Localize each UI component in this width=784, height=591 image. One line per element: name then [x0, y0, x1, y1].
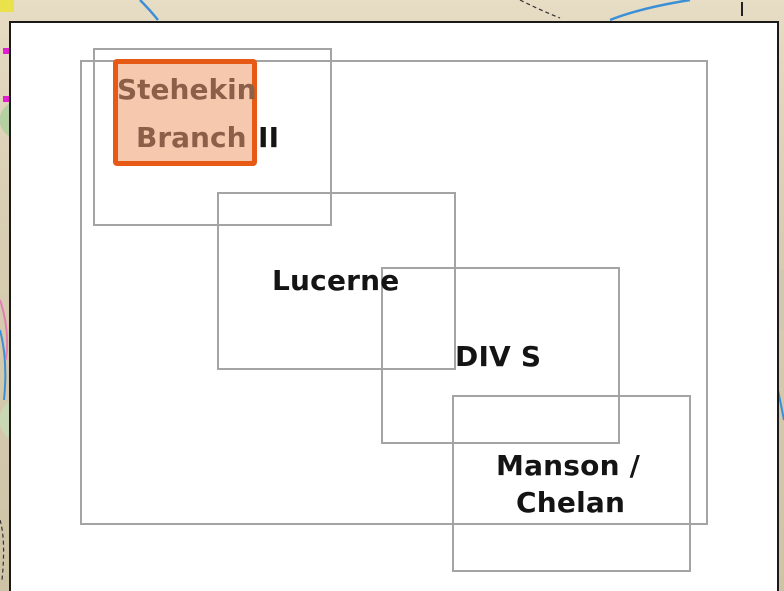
selected-panel-highlight[interactable] [113, 59, 257, 166]
outer-extent-box [80, 60, 708, 525]
panel-label-div-s: DIV S [455, 340, 542, 373]
panel-box-div-s[interactable] [381, 267, 620, 444]
panel-label-stehekin-line1: Stehekin [117, 73, 257, 106]
panel-label-lucerne: Lucerne [272, 264, 400, 297]
panel-box-manson-chelan[interactable] [452, 395, 691, 572]
panel-label-chelan-line2: Chelan [516, 486, 626, 519]
panel-box-lucerne[interactable] [217, 192, 456, 370]
panel-label-manson-line1: Manson / [496, 449, 641, 482]
panel-label-ii: II [258, 121, 280, 154]
panel-box-stehekin-branch-ii[interactable] [93, 48, 332, 226]
panel-label-branch-line2: Branch [136, 121, 247, 154]
